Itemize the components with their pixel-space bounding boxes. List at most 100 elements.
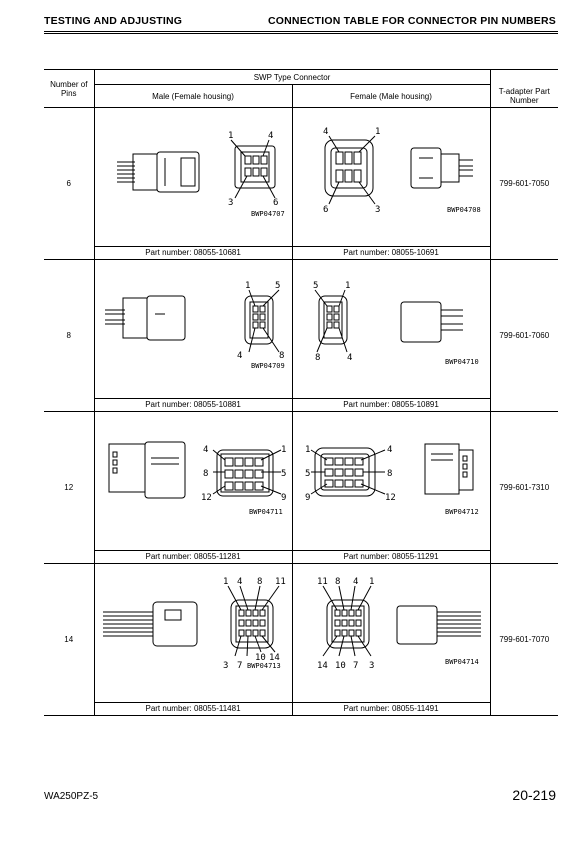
male-part-number: Part number: 08055-11281 xyxy=(93,550,293,564)
pin-label: 3 xyxy=(369,661,374,671)
pin-label: 4 xyxy=(268,131,273,141)
table-row: 14 xyxy=(44,563,559,716)
male-14pin-drawing: 1 4 8 11 3 7 10 14 BWP04713 xyxy=(102,577,286,671)
female-connector-diagram: 4 1 6 3 BWP04708 xyxy=(291,107,491,247)
drawing-code: BWP04709 xyxy=(251,362,285,370)
male-connector-diagram: 1 4 3 6 BWP04707 xyxy=(93,107,293,247)
tadapter-part-number: 799-601-7310 xyxy=(489,411,559,564)
table-row: 12 4 1 8 xyxy=(44,411,559,564)
pin-label: 3 xyxy=(375,205,380,215)
female-8pin-drawing: 5 1 8 4 BWP04710 xyxy=(313,281,479,366)
pin-label: 4 xyxy=(237,351,242,361)
pin-label: 9 xyxy=(305,493,310,503)
male-part-number: Part number: 08055-10681 xyxy=(93,246,293,260)
pin-label: 8 xyxy=(387,469,392,479)
model-number: WA250PZ-5 xyxy=(44,791,99,802)
pin-label: 12 xyxy=(385,493,396,503)
tadapter-part-number: 799-601-7050 xyxy=(489,107,559,260)
female-12pin-drawing: 1 4 5 8 9 12 BWP04712 xyxy=(305,443,479,516)
pin-label: 7 xyxy=(353,661,358,671)
pin-label: 5 xyxy=(313,281,318,291)
pin-label: 1 xyxy=(369,577,374,587)
pin-label: 4 xyxy=(237,577,242,587)
male-6pin-drawing: 1 4 3 6 BWP04707 xyxy=(116,131,285,218)
connector-table: Number of Pins SWP Type Connector Male (… xyxy=(44,69,559,716)
female-14pin-drawing: 11 8 4 1 14 10 7 3 BWP04714 xyxy=(317,577,481,671)
col-header-male: Male (Female housing) xyxy=(93,84,293,108)
drawing-code: BWP04707 xyxy=(251,210,285,218)
drawing-code: BWP04712 xyxy=(445,508,479,516)
part-number-row: Part number: 08055-10681 Part number: 08… xyxy=(44,246,558,260)
page-heading: CONNECTION TABLE FOR CONNECTOR PIN NUMBE… xyxy=(267,15,556,27)
pin-label: 3 xyxy=(223,661,228,671)
col-header-tadapter: T-adapter Part Number xyxy=(489,84,559,108)
pin-label: 10 xyxy=(255,653,266,663)
col-header-pins: Number of Pins xyxy=(44,69,95,108)
female-connector-diagram: 11 8 4 1 14 10 7 3 BWP04714 xyxy=(291,563,491,703)
pin-label: 11 xyxy=(275,577,286,587)
pin-label: 1 xyxy=(345,281,350,291)
page-number: 20-219 xyxy=(512,787,556,803)
pins-count: 6 xyxy=(44,107,95,260)
pin-label: 1 xyxy=(281,445,286,455)
pin-label: 14 xyxy=(269,653,280,663)
pin-label: 8 xyxy=(315,353,320,363)
pin-label: 1 xyxy=(245,281,250,291)
female-connector-diagram: 1 4 5 8 9 12 BWP04712 xyxy=(291,411,491,551)
pin-label: 6 xyxy=(273,198,278,208)
pin-label: 4 xyxy=(353,577,358,587)
pin-label: 8 xyxy=(203,469,208,479)
female-part-number: Part number: 08055-10691 xyxy=(291,246,491,260)
pin-label: 5 xyxy=(281,469,286,479)
pin-label: 3 xyxy=(228,198,233,208)
pin-label: 8 xyxy=(257,577,262,587)
pin-label: 4 xyxy=(387,445,392,455)
part-number-row: Part number: 08055-11481 Part number: 08… xyxy=(44,702,558,716)
male-part-number: Part number: 08055-11481 xyxy=(93,702,293,716)
male-8pin-drawing: 1 5 4 8 BWP04709 xyxy=(104,281,285,370)
pin-label: 6 xyxy=(323,205,328,215)
pin-label: 11 xyxy=(317,577,328,587)
male-connector-diagram: 1 4 8 11 3 7 10 14 BWP04713 xyxy=(93,563,293,703)
pin-label: 4 xyxy=(323,127,328,137)
pin-label: 7 xyxy=(237,661,242,671)
drawing-code: BWP04714 xyxy=(445,658,479,666)
pin-label: 1 xyxy=(223,577,228,587)
drawing-code: BWP04708 xyxy=(447,206,481,214)
pin-label: 1 xyxy=(305,445,310,455)
female-part-number: Part number: 08055-11291 xyxy=(291,550,491,564)
pin-label: 1 xyxy=(228,131,233,141)
pin-label: 1 xyxy=(375,127,380,137)
male-connector-diagram: 1 5 4 8 BWP04709 xyxy=(93,259,293,399)
header-rule-secondary xyxy=(44,33,558,34)
part-number-row: Part number: 08055-11281 Part number: 08… xyxy=(44,550,558,564)
table-row: 8 1 5 4 xyxy=(44,259,559,412)
female-connector-diagram: 5 1 8 4 BWP04710 xyxy=(291,259,491,399)
part-number-row: Part number: 08055-10881 Part number: 08… xyxy=(44,398,558,412)
tadapter-part-number: 799-601-7070 xyxy=(489,563,559,716)
drawing-code: BWP04710 xyxy=(445,358,479,366)
section-title: TESTING AND ADJUSTING xyxy=(44,15,183,27)
table-subheader-row: Male (Female housing) Female (Male housi… xyxy=(44,84,559,108)
male-connector-diagram: 4 1 8 5 12 9 BWP04711 xyxy=(93,411,293,551)
drawing-code: BWP04713 xyxy=(247,662,281,670)
pin-label: 10 xyxy=(335,661,346,671)
pin-label: 9 xyxy=(281,493,286,503)
pin-label: 5 xyxy=(305,469,310,479)
col-header-female: Female (Male housing) xyxy=(291,84,491,108)
pin-label: 4 xyxy=(347,353,352,363)
female-part-number: Part number: 08055-10891 xyxy=(291,398,491,412)
drawing-code: BWP04711 xyxy=(249,508,283,516)
male-part-number: Part number: 08055-10881 xyxy=(93,398,293,412)
pin-label: 12 xyxy=(201,493,212,503)
col-header-blank xyxy=(489,69,559,85)
col-header-swp: SWP Type Connector xyxy=(93,69,491,85)
pin-label: 8 xyxy=(335,577,340,587)
female-6pin-drawing: 4 1 6 3 BWP04708 xyxy=(323,127,481,215)
table-row: 6 1 4 xyxy=(44,107,559,260)
pins-count: 14 xyxy=(44,563,95,716)
male-12pin-drawing: 4 1 8 5 12 9 BWP04711 xyxy=(108,441,286,516)
header-rule xyxy=(44,31,558,32)
pin-label: 5 xyxy=(275,281,280,291)
female-part-number: Part number: 08055-11491 xyxy=(291,702,491,716)
